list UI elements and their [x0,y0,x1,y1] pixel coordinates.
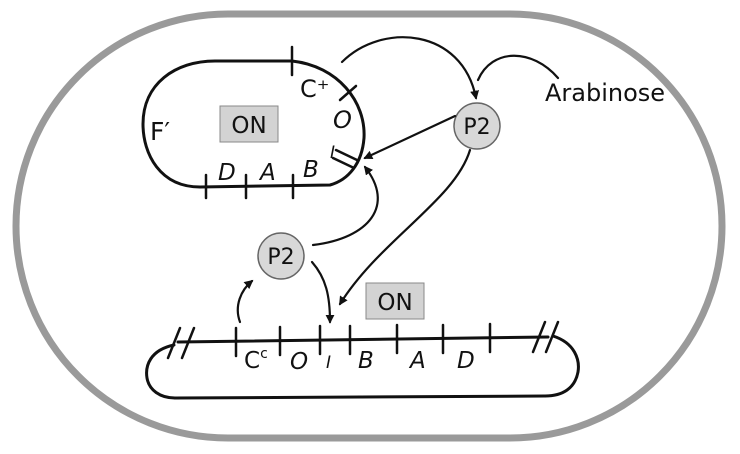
arrow-p2-to-chromosome-operator [310,260,335,324]
plasmid-tick-oi-1 [334,148,359,162]
plasmid-tick-oi-2 [331,156,356,170]
chromosome-break-left-2 [180,326,196,360]
plasmid-loop [141,59,366,189]
arrow-chromosome-c-to-p2 [236,279,254,324]
arabinose-label: Arabinose [545,79,665,107]
chromosome-right-end [543,334,580,398]
chromosome-gene-o: O [290,349,308,375]
plasmid-on-label: ON [231,113,266,139]
chromosome-gene-c: Cc [244,346,268,374]
arrow-arabinose-to-p2 [476,54,560,82]
chromosome-break-right-2 [544,320,560,354]
chromosome-top-line [176,335,550,344]
chromosome-break-left-1 [166,326,182,360]
chromosome-on-label: ON [377,290,412,316]
plasmid-gene-o: O [333,106,352,134]
chromosome-gene-i: I [326,353,331,373]
p2-node-middle [257,232,305,280]
arrow-p2-to-plasmid-operator [363,114,457,160]
chromosome-gene-c-sup: c [260,346,268,362]
plasmid-gene-b: B [303,157,319,183]
plasmid-gene-a: A [258,160,276,186]
arrow-p2-to-chromosome-operator-long [338,148,472,306]
cell-outline [12,10,726,442]
chromosome-on-badge [365,282,425,320]
plasmid-tick-co [338,84,358,102]
chromosome-gene-d: D [457,348,475,374]
chromosome-gene-b: B [358,348,374,374]
chromosome-gene-a: A [408,348,426,374]
plasmid-gene-i: I [330,143,335,163]
chromosome-break-right-1 [531,320,547,354]
p2-node-middle-label: P2 [267,245,294,270]
chromosome-gene-c-main: C [244,348,260,374]
arrow-plasmid-to-p2 [340,36,479,100]
p2-node-top-label: P2 [463,115,490,140]
chromosome-left-end [145,343,177,400]
arrow-p2-to-plasmid-operator-curve [311,165,379,247]
plasmid-gene-d: D [218,160,236,186]
p2-node-top [453,102,501,150]
chromosome-bottom-line [173,394,547,400]
plasmid-gene-c: C⁺ [300,75,329,103]
plasmid-name: F′ [150,117,170,146]
plasmid-on-badge [219,105,279,143]
